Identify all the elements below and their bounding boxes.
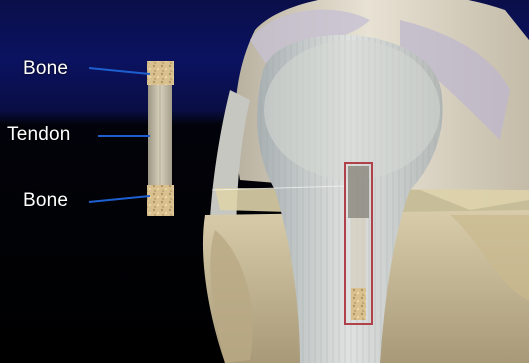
graft-bone-plug-top xyxy=(147,61,174,85)
label-bone-top: Bone xyxy=(23,58,68,80)
label-bone-bottom: Bone xyxy=(23,190,68,212)
leader-line-bone-bottom xyxy=(89,196,150,202)
tunnel-bone-plug xyxy=(351,288,366,320)
graft-bone-plug-bottom xyxy=(147,185,174,216)
label-tendon: Tendon xyxy=(7,124,71,146)
patella xyxy=(264,40,440,180)
leader-line-bone-top xyxy=(89,68,150,74)
